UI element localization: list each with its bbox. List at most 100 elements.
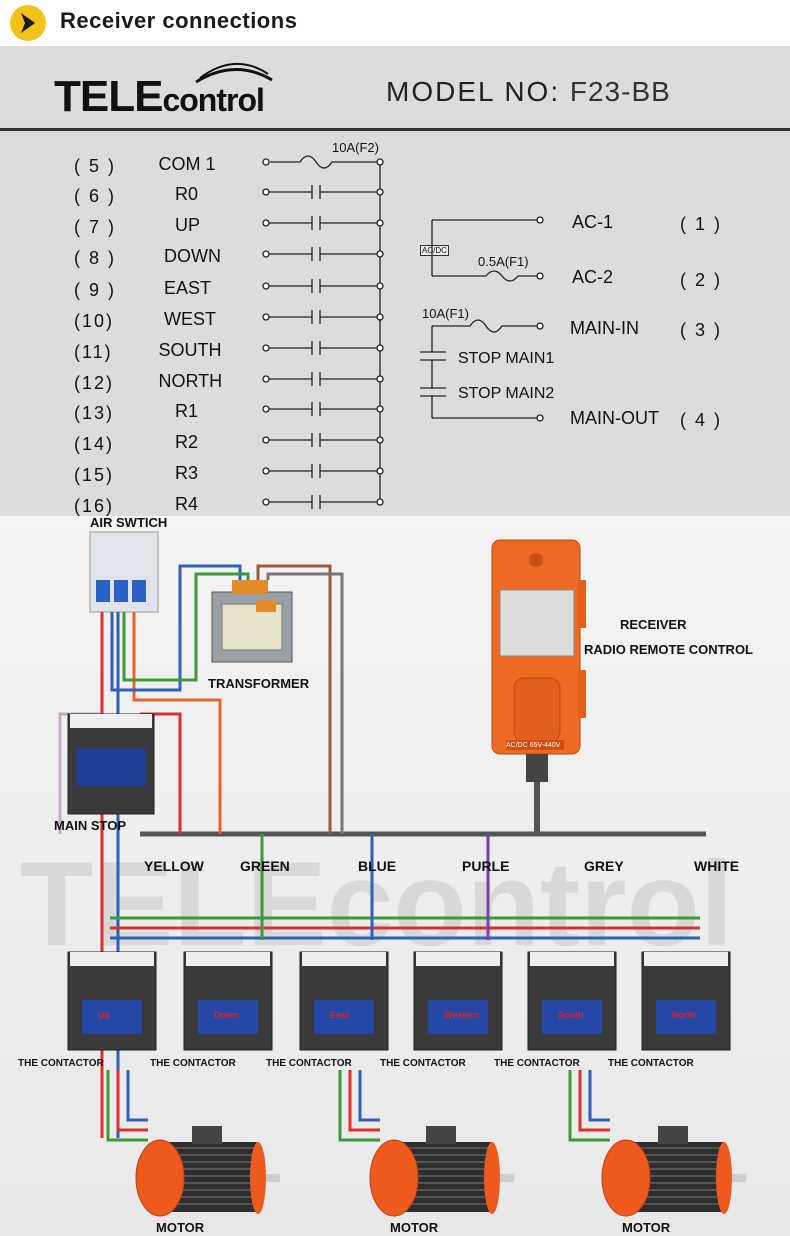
terminal-number: (12) [74, 373, 115, 393]
relay-contact [262, 216, 384, 230]
terminal-number: ( 6 ) [74, 186, 117, 206]
relay-contact [262, 185, 384, 199]
ac1-label: AC-1 [572, 212, 614, 232]
relay-contact [262, 310, 384, 324]
main-stop-label: MAIN STOP [54, 818, 126, 833]
motor [369, 1126, 514, 1217]
stop-main2-label: STOP MAIN2 [458, 385, 555, 402]
contactor [67, 951, 157, 1051]
contactor-tag: Up [98, 1010, 110, 1020]
air-switch-label: AIR SWTICH [90, 515, 168, 530]
wire [568, 1070, 610, 1142]
wire [338, 1070, 380, 1142]
terminal-number: (15) [74, 465, 115, 485]
contactor-tag: East [330, 1010, 350, 1020]
schematic-panel [0, 46, 790, 516]
terminal-label: R1 [175, 401, 199, 421]
relay-contact [262, 247, 384, 261]
relay-contact [262, 495, 384, 509]
wire-color-label: GREEN [240, 858, 290, 874]
stop-main1-label: STOP MAIN1 [458, 350, 555, 367]
wire [256, 564, 332, 834]
terminal-label: R0 [175, 184, 199, 204]
ac2-label: AC-2 [572, 267, 614, 287]
ac1-num: ( 1 ) [680, 214, 723, 234]
contactor-tag: North [672, 1010, 696, 1020]
terminal-label: NORTH [158, 371, 223, 391]
terminal-number: ( 8 ) [74, 248, 117, 268]
model-number: MODEL NO: F23-BB [386, 76, 671, 108]
header-title: Receiver connections [60, 8, 298, 33]
terminal-number: (11) [74, 342, 113, 362]
main-out-label: MAIN-OUT [570, 408, 659, 428]
contactor [183, 951, 273, 1051]
terminal-label: SOUTH [158, 340, 222, 360]
transformer [211, 580, 293, 663]
contactor-label: THE CONTACTOR [266, 1058, 352, 1069]
relay-contact [262, 372, 384, 386]
terminal-label: R3 [175, 463, 199, 483]
contactor [299, 951, 389, 1051]
wire-color-label: WHITE [694, 858, 740, 874]
model-label: MODEL NO: [386, 76, 561, 107]
motor [601, 1126, 746, 1217]
transformer-label: TRANSFORMER [208, 676, 310, 691]
relay-contact [262, 279, 384, 293]
wire-color-label: YELLOW [144, 858, 204, 874]
contactor-label: THE CONTACTOR [18, 1058, 104, 1069]
brand-bold: TELE [54, 72, 163, 121]
terminal-label: R4 [175, 494, 199, 514]
wire [110, 564, 242, 692]
contactor [641, 951, 731, 1051]
main-in-num: ( 3 ) [680, 320, 723, 340]
terminal-number: (14) [74, 434, 115, 454]
contactor-tag: Western [444, 1010, 480, 1020]
arrow-circle-icon [10, 5, 46, 41]
wire [358, 1070, 380, 1122]
wire [132, 612, 222, 834]
wire-color-label: BLUE [358, 858, 397, 874]
brand-arc-icon [195, 62, 273, 84]
wire [122, 572, 250, 682]
terminal-number: (16) [74, 496, 115, 516]
wire [578, 1070, 610, 1132]
schematic-lines [262, 155, 544, 509]
contactor-label: THE CONTACTOR [380, 1058, 466, 1069]
wire [126, 1070, 148, 1122]
wire [348, 1070, 380, 1132]
terminal-label: UP [175, 215, 201, 235]
radio-remote-label: RADIO REMOTE CONTROL [584, 642, 753, 657]
terminal-number: ( 5 ) [74, 156, 117, 176]
brand-rest: control [162, 82, 264, 118]
motor-label: MOTOR [390, 1220, 439, 1235]
fuse-f1-small-label: 0.5A(F1) [478, 254, 529, 269]
motor-label: MOTOR [622, 1220, 671, 1235]
terminal-label: WEST [164, 309, 216, 329]
air-switch [89, 531, 159, 613]
wire [588, 1070, 610, 1122]
motor-label: MOTOR [156, 1220, 205, 1235]
relay-contact [262, 464, 384, 478]
contactor-label: THE CONTACTOR [494, 1058, 580, 1069]
brand-divider [0, 128, 790, 131]
relay-contact [262, 402, 384, 416]
terminal-number: ( 7 ) [74, 217, 117, 237]
contactor-label: THE CONTACTOR [608, 1058, 694, 1069]
terminal-number: ( 9 ) [74, 280, 117, 300]
receiver-box [491, 539, 586, 832]
main-in-label: MAIN-IN [570, 318, 639, 338]
contactor-label: THE CONTACTOR [150, 1058, 236, 1069]
terminal-label: R2 [175, 432, 199, 452]
fuse-f2-label: 10A(F2) [332, 140, 379, 155]
model-value: F23-BB [569, 76, 671, 107]
main-out-num: ( 4 ) [680, 410, 723, 430]
receiver-badge: AC/DC 65V-440V [506, 742, 561, 749]
wire-color-label: GREY [584, 858, 624, 874]
wire [116, 1070, 148, 1132]
receiver-label: RECEIVER [620, 617, 687, 632]
terminal-number: (10) [74, 311, 115, 331]
fuse-f1-main-label: 10A(F1) [422, 306, 469, 321]
contactor-tag: Down [214, 1010, 239, 1020]
